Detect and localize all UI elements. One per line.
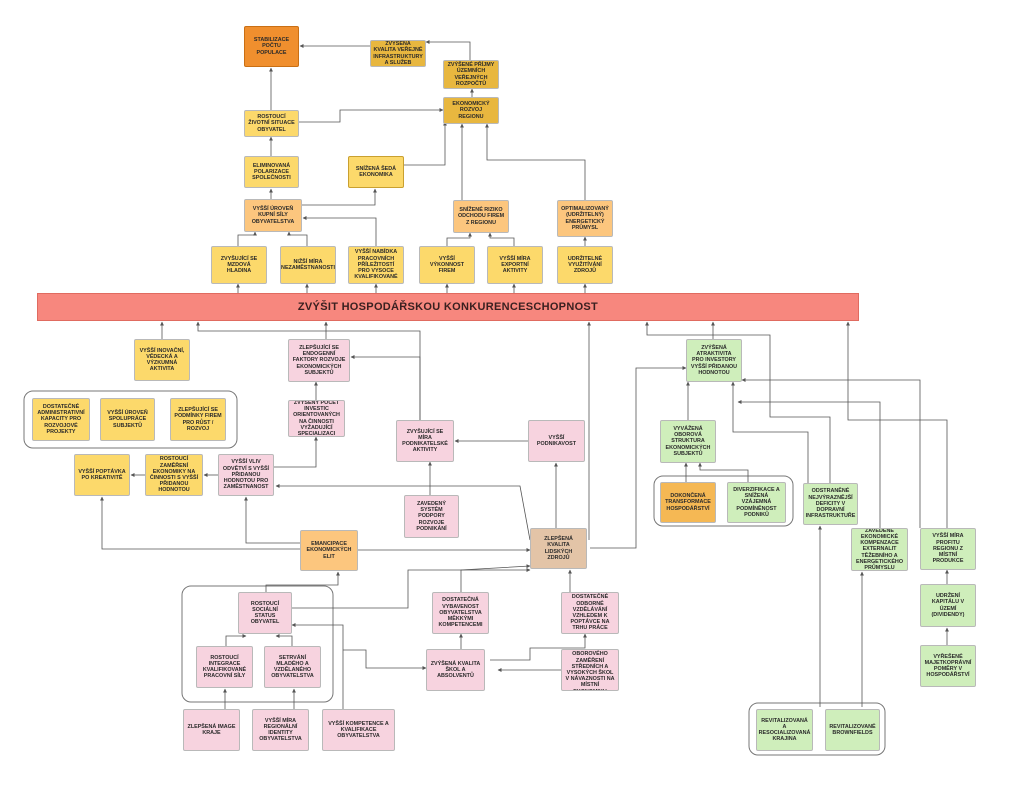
group-frame-social <box>181 585 334 703</box>
node-emancipace: EMANCIPACE EKONOMICKÝCH ELIT <box>300 530 358 571</box>
link-kompetence-status <box>291 623 344 709</box>
node-integrace-prac-sily: ROSTOUCÍ INTEGRACE KVALIFIKOVANÉ PRACOVN… <box>196 646 253 688</box>
link-seda-rozvoj <box>404 121 447 166</box>
node-lidske-zdroje: ZLEPŠENÁ KVALITA LIDSKÝCH ZDROJŮ <box>530 528 587 569</box>
link-status-lidske <box>292 568 531 609</box>
node-nabidka-mist: vyšší NABÍDKA PRACOVNÍCH PŘÍLEŽITOSTÍ PR… <box>348 246 404 284</box>
node-system-podpory: ZAVEDENÝ SYSTÉM PODPORY ROZVOJE PODNIKÁN… <box>404 495 459 538</box>
node-stabilizace: STABILIZACE POČTU POPULACE <box>244 26 299 67</box>
node-brownfields: REVITALIZOVANÉ BROWNFIELDS <box>825 709 880 751</box>
node-endogenni-faktory: ZLEPŠUJÍCÍ SE ENDOGENNÍ FAKTORY ROZVOJE … <box>288 339 350 382</box>
link-integrace-status <box>225 634 247 646</box>
node-odborne-vzdelavani: DOSTATEČNÉ ODBORNÉ VZDĚLÁVÁNÍ VZHLEDEM K… <box>561 592 619 634</box>
group-frame-revitalization <box>748 702 886 756</box>
link-setrvani-status <box>275 634 293 646</box>
group-frame-left <box>23 390 238 449</box>
link-nabidka-kupni <box>302 216 377 246</box>
link-vybavenost-lidske <box>460 564 531 592</box>
node-mzdova-hladina: ZVYŠUJÍCÍ SE MZDOVÁ HLADINA <box>211 246 267 284</box>
link-doprava-atraktivita <box>731 381 809 483</box>
main-goal-bar: ZVÝŠIT HOSPODÁŘSKOU KONKURENCESCHOPNOST <box>37 293 859 321</box>
link-lidske-atraktivita <box>590 366 687 549</box>
node-setrvani-mladeho: SETRVÁNÍ MLADÉHO A VZDĚLANÉHO OBYVATELST… <box>264 646 321 688</box>
node-poptavka-kreativite: VYŠŠÍ POPTÁVKA PO KREATIVITĚ <box>74 454 130 496</box>
node-udrzitelne-zdroje: UDRŽITELNÉ VYUŽITÍVÁNÍ ZDROJŮ <box>557 246 613 284</box>
node-atraktivita: ZVÝŠENÁ ATRAKTIVITA PRO INVESTORY VYŠŠÍ … <box>686 339 742 382</box>
node-kupni-sila: VYŠŠÍ ÚROVEŇ KUPNÍ SÍLY OBYVATELSTVA <box>244 199 302 232</box>
node-kompenzace: ZAVEDENÉ EKONOMICKÉ KOMPENZACE EXTERNALI… <box>851 528 908 571</box>
node-udrzeni-kapitalu: UDRŽENÍ KAPITÁLU V ÚZEMÍ (DIVIDENDY) <box>920 584 976 627</box>
node-vliv-odvetvi: VYŠŠÍ VLIV ODVĚTVÍ S VYŠŠÍ PŘIDANOU HODN… <box>218 454 274 496</box>
node-kompetence-obyvatel: VYŠŠÍ KOMPETENCE A KVALIFIKACE OBYVATELS… <box>322 709 395 751</box>
node-socialni-status: ROSTOUCÍ SOCIÁLNÍ STATUS OBYVATEL <box>238 592 292 634</box>
link-energie-rozvoj <box>485 123 586 200</box>
node-kvalita-skol: ZVÝŠENÁ KVALITA ŠKOL A ABSOLVENTŮ <box>426 649 485 691</box>
node-majetkopravni: VYŘEŠENÉ MAJETKOPRÁVNÍ POMĚRY V HOSPODÁŘ… <box>920 645 976 687</box>
link-export-riziko <box>488 232 515 246</box>
link-nezam-kupni <box>287 231 308 246</box>
link-kompetence-skoly <box>343 649 427 670</box>
node-kvalita-infra: ZVÝŠENÁ KVALITA VEŘEJNÉ INFRASTRUKTURY A… <box>370 40 426 67</box>
link-diverz-oborova <box>698 462 749 482</box>
node-vykonnost-firem: VYŠŠÍ VÝKONNOST FIREM <box>419 246 475 284</box>
node-seda-ekonomika: SNÍŽENÁ ŠEDÁ EKONOMIKA <box>348 156 404 188</box>
link-zivot-rozvoj <box>298 108 444 123</box>
node-podminky-firem: ZLEPŠUJÍCÍ SE PODMÍNKY FIREM PRO RŮST / … <box>170 398 226 441</box>
node-podnikavost: VYŠŠÍ PODNIKAVOST <box>528 420 585 462</box>
node-prijmy-rozpoctu: ZVÝŠENÉ PŘÍJMY ÚZEMNÍCH VEŘEJNÝCH ROZPOČ… <box>443 60 499 89</box>
link-emancipace-vliv <box>244 496 300 544</box>
node-admin-kapacity: DOSTATEČNÉ ADMINISTRATIVNÍ KAPACITY PRO … <box>32 398 90 441</box>
node-ekonomicky-rozvoj: EKONOMICKÝ ROZVOJ REGIONU <box>443 97 499 124</box>
link-emancipace-poptavka <box>100 496 300 550</box>
link-vliv-investice <box>274 436 318 468</box>
group-frame-transformation <box>653 475 794 527</box>
link-status-emancipace <box>265 571 340 592</box>
node-energeticky-prumysl: OPTIMALIZOVANÝ (UDRŽITELNÝ) ENERGETICKÝ … <box>557 200 613 237</box>
link-profit-bar <box>846 321 948 528</box>
link-dopravni-bar <box>645 321 831 483</box>
node-mira-profitu: VYŠŠÍ MÍRA PROFITU REGIONU Z MÍSTNÍ PROD… <box>920 528 976 570</box>
link-mzdy-kupni <box>237 231 257 246</box>
node-vysokoskolske-vzdelani: DOSTATEČNÁ VYBAVENOST OBYVATELSTVA MĚKKÝ… <box>432 592 489 634</box>
node-exportni-aktivity: VYŠŠÍ MÍRA EXPORTNÍ AKTIVITY <box>487 246 543 284</box>
link-lidske-vliv <box>275 484 531 541</box>
link-kupni-seda <box>302 188 377 206</box>
node-revitalizovana-krajina: REVITALIZOVANÁ A RESOCIALIZOVANÁ KRAJINA <box>756 709 813 751</box>
node-diverzifikace: DIVERZIFIKACE A SNÍŽENÁ VZÁJEMNÁ PODMÍNĚ… <box>727 482 786 523</box>
node-inovacni-aktivita: VYŠŠÍ INOVAČNÍ, VĚDECKÁ A VÝZKUMNÁ AKTIV… <box>134 339 190 381</box>
link-kompenzace-atraktivita <box>737 400 881 528</box>
node-riziko-odchodu: SNÍŽENÉ RIZIKO ODCHODU FIREM Z REGIONU <box>453 200 509 233</box>
link-vykon-riziko <box>446 232 472 246</box>
node-image-kraje: ZLEPŠENÁ IMAGE KRAJE <box>183 709 240 751</box>
node-zivotni-situace: ROSTOUCÍ ŽIVOTNÍ SITUACE OBYVATEL <box>244 110 299 137</box>
link-skoly-odborne <box>490 633 587 661</box>
node-prizpusobeni-zamereni: PŘIZPŮSOBENÍ OBOROVÉHO ZAMĚŘENÍ STŘEDNÍC… <box>561 649 619 691</box>
node-oborova-struktura: VYVÁŽENÁ OBOROVÁ STRUKTURA EKONOMICKÝCH … <box>660 420 716 463</box>
node-zamereni-ekonomiky: ROSTOUCÍ ZAMĚŘENÍ EKONOMIKY NA ČINNOSTI … <box>145 454 203 496</box>
link-prijmy-infra <box>425 40 471 60</box>
node-regionalni-identita: VYŠŠÍ MÍRA REGIONÁLNÍ IDENTITY OBYVATELS… <box>252 709 309 751</box>
node-polarizace: ELIMINOVANÁ POLARIZACE SPOLEČNOSTI <box>244 156 299 188</box>
node-investice-vyzkum: ZVÝŠENÝ POČET INVESTIC ORIENTOVANÝCH NA … <box>288 400 345 437</box>
link-podnik-endogenni <box>350 355 421 420</box>
node-transformace: DOKONČENÁ TRANSFORMACE HOSPODÁŘSTVÍ <box>660 482 716 523</box>
node-spoluprace: VYŠŠÍ ÚROVEŇ SPOLUPRÁCE SUBJEKTŮ <box>100 398 155 441</box>
node-podnikatelske-aktivity: ZVYŠUJÍCÍ SE MÍRA PODNIKATELSKÉ AKTIVITY <box>396 420 454 462</box>
link-profit-atraktivita <box>741 378 921 528</box>
node-nezamestnanost: NIŽŠÍ MÍRA NEZAMĚSTNANOSTI <box>280 246 336 284</box>
node-dopravni-deficity: ODSTRANĚNÉ NEJVÝRAZNĚJŠÍ DEFICITY V DOPR… <box>803 483 858 525</box>
